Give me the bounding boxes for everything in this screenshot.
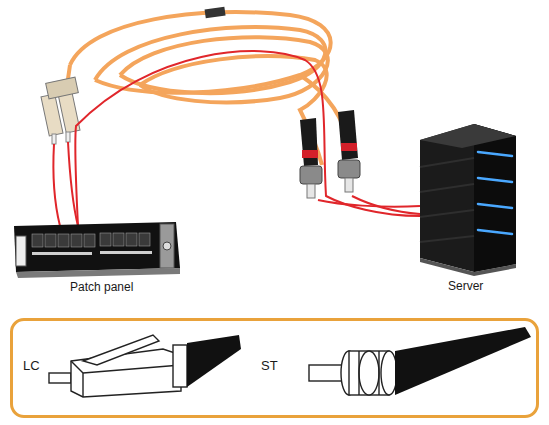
patch-panel: Patch panel: [10, 218, 182, 300]
lc-connectors: [41, 77, 80, 144]
st-drawing: [309, 351, 397, 395]
fiber-patch-cable: [75, 51, 420, 226]
cable-path: [75, 51, 420, 226]
st-boot: [395, 327, 531, 395]
connector-legend-box: LC ST: [10, 318, 539, 418]
server-graphic: [412, 122, 524, 298]
lc-drawing: [49, 335, 187, 397]
cable-splitter: [205, 7, 226, 19]
node-label: LC: [23, 358, 40, 373]
node-label: ST: [261, 358, 278, 373]
node-label: Patch panel: [70, 280, 133, 294]
red-fibers: [53, 142, 420, 226]
node-label: Server: [448, 279, 483, 293]
st-connectors: [300, 110, 360, 198]
server: Server: [412, 122, 524, 298]
lc-boot: [187, 335, 241, 387]
